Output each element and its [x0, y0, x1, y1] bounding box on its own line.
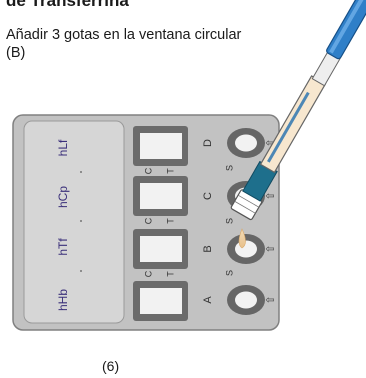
result-window-b — [133, 229, 188, 269]
flow-arrow-icon: ⇧ — [264, 138, 277, 147]
row-letter-a: A — [202, 296, 214, 304]
flow-arrow-icon: ⇧ — [264, 295, 277, 304]
step-title: de Transferrina — [6, 0, 129, 10]
sample-label: S — [224, 218, 234, 224]
flow-arrow-icon: ⇧ — [264, 244, 277, 253]
sample-well-d — [227, 128, 265, 158]
label-panel — [23, 120, 125, 324]
marker-label-hlf: hLf — [56, 139, 70, 156]
flow-arrow-icon: ⇧ — [264, 191, 277, 200]
marker-label-hcp: hCp — [56, 186, 70, 208]
figure-caption: (6) — [102, 358, 120, 374]
sample-label: S — [224, 270, 234, 276]
test-line-label: T — [165, 218, 175, 224]
row-letter-d: D — [202, 139, 214, 147]
step-instruction: Añadir 3 gotas en la ventana circular (B… — [6, 27, 242, 61]
result-window-d — [133, 126, 188, 166]
sample-well-b — [227, 234, 265, 264]
sample-drop — [238, 228, 246, 249]
control-line-label: C — [143, 167, 153, 174]
test-line-label: T — [165, 271, 175, 277]
test-line-label: T — [165, 168, 175, 174]
control-line-label: C — [143, 217, 153, 224]
marker-label-htf: hTf — [56, 238, 70, 256]
result-window-a — [133, 281, 188, 321]
marker-label-hhb: hHb — [56, 289, 70, 311]
sample-label: S — [224, 165, 234, 171]
row-letter-b: B — [202, 245, 214, 252]
result-window-c — [133, 176, 188, 216]
row-letter-c: C — [202, 192, 214, 200]
sample-dropper — [230, 0, 366, 221]
control-line-label: C — [143, 270, 153, 277]
sample-well-a — [227, 285, 265, 315]
